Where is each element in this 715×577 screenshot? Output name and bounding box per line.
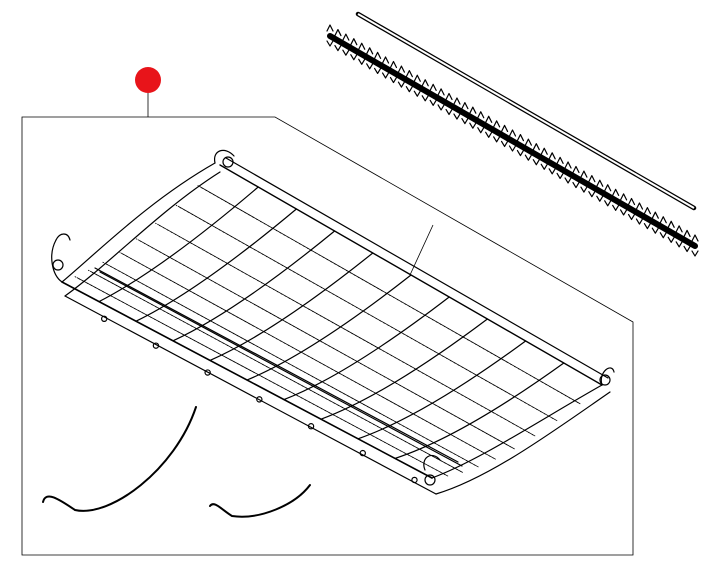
concave-wire-edge [157, 223, 536, 437]
rasp-tooth [485, 115, 493, 138]
rasp-tooth [556, 156, 564, 179]
rasp-tooth [596, 179, 604, 202]
rasp-tooth [604, 184, 612, 207]
concave-wire-edge [76, 277, 449, 477]
mounting-hole [152, 342, 160, 349]
rasp-tooth [437, 88, 445, 111]
rasp-tooth [397, 65, 406, 88]
rasp-tooth [516, 133, 525, 157]
rasp-tooth [461, 102, 469, 125]
rasp-tooth [675, 225, 683, 248]
rasp-tooth [453, 97, 461, 120]
rasp-tooth [532, 143, 540, 166]
mounting-hole [307, 423, 315, 430]
rasp-tooth [580, 170, 588, 193]
concave-wire-edge [89, 270, 463, 473]
rasp-tooth [524, 138, 532, 161]
rasp-tooth [477, 111, 485, 134]
concave-wire-edge [137, 239, 515, 450]
threshing-concave[interactable] [51, 149, 615, 495]
concave-wire-edge [120, 252, 496, 460]
rasp-tooth [612, 188, 620, 211]
concave-cross-bar [320, 318, 488, 420]
rasp-tooth [588, 175, 596, 198]
rasp-tooth [619, 193, 628, 216]
mounting-hole [204, 369, 211, 376]
rasp-tooth [493, 120, 501, 143]
rasp-tooth [691, 234, 699, 257]
rasp-tooth [564, 161, 572, 184]
rasp-tooth [413, 74, 421, 97]
rasp-tooth [540, 147, 548, 170]
rasp-tooth [366, 47, 374, 70]
rasp-tooth [350, 38, 358, 61]
rasp-tooth [358, 42, 366, 65]
rasp-tooth [659, 216, 667, 239]
concave-cross-bar [394, 362, 565, 459]
mounting-hole [256, 396, 263, 403]
rasp-tooth [342, 33, 350, 56]
rasp-tooth [374, 51, 382, 74]
serrated-rasp-strip[interactable] [326, 24, 699, 257]
rasp-tooth [643, 207, 651, 230]
rasp-tooth [548, 152, 556, 175]
curved-wire-long[interactable] [42, 406, 197, 512]
concave-wire-edge [199, 186, 581, 405]
rasp-tooth [421, 79, 429, 102]
rasp-tooth [334, 28, 342, 52]
curved-wire-short[interactable] [209, 484, 311, 518]
rasp-tooth [326, 24, 334, 47]
rasp-tooth [500, 124, 509, 148]
rasp-tooth [445, 92, 453, 116]
wire-rod[interactable] [355, 11, 697, 211]
rasp-tooth [469, 106, 477, 129]
mounting-hole [100, 315, 108, 322]
rasp-tooth [389, 60, 398, 84]
rasp-tooth [635, 202, 644, 225]
mounting-hole [411, 476, 418, 484]
rasp-tooth [651, 211, 659, 234]
position-marker[interactable] [135, 67, 161, 93]
rasp-tooth [508, 129, 517, 152]
rasp-tooth [627, 197, 636, 221]
rasp-tooth [381, 56, 390, 79]
concave-cross-bar [357, 340, 527, 440]
assembly-frame [21, 93, 634, 556]
concave-wire-edge [104, 262, 479, 468]
mounting-hole [359, 449, 366, 457]
rasp-tooth [572, 165, 580, 189]
concave-wire-edge [177, 205, 558, 422]
rasp-tooth [683, 229, 691, 253]
rasp-tooth [405, 70, 413, 93]
rasp-tooth [667, 220, 675, 243]
rasp-tooth [429, 83, 437, 106]
